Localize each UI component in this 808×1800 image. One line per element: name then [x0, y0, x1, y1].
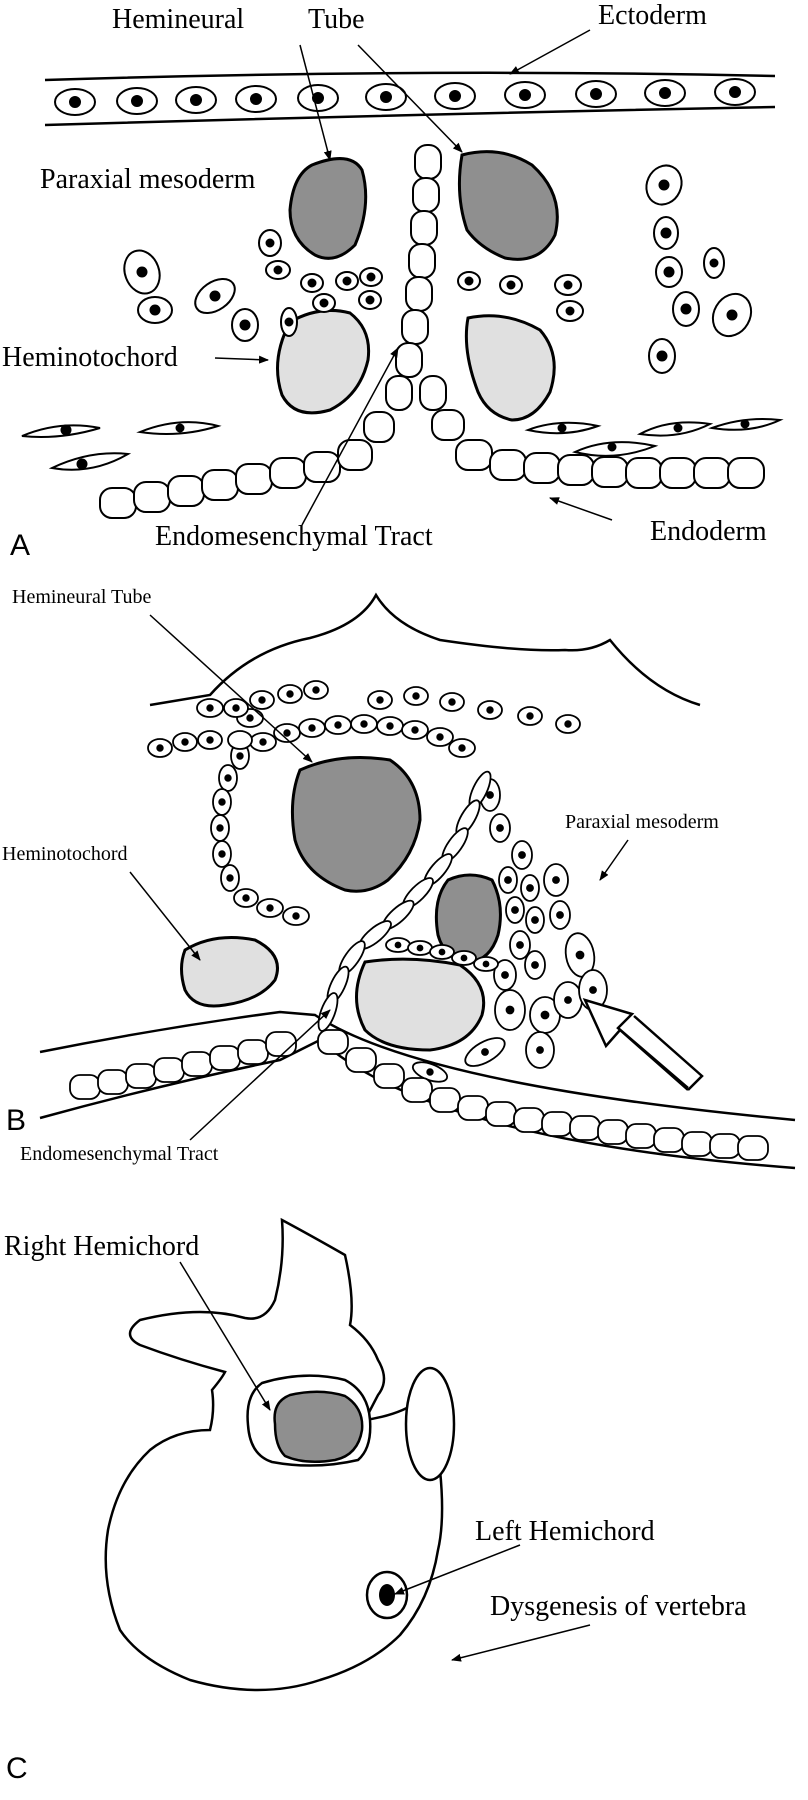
panel-letter-a: A: [10, 529, 30, 562]
right-hemichord: [273, 1390, 364, 1464]
label-heminotochord-b: Heminotochord: [2, 843, 128, 865]
label-endomesenchymal-b: Endomesenchymal Tract: [20, 1143, 219, 1165]
hemineural-tube-b: [290, 756, 422, 893]
panel-b: Hemineural Tube Paraxial mesoderm Hemino…: [2, 586, 796, 1170]
label-left-hemichord: Left Hemichord: [475, 1516, 655, 1547]
right-hemineural-b: [434, 873, 502, 964]
migration-arrow: [582, 998, 689, 1091]
heminotochord-b-right: [355, 957, 486, 1052]
lower-boundary-b2: [39, 1038, 796, 1170]
right-hemineural-tube: [457, 150, 559, 261]
endomesenchymal-chain-a: [385, 144, 447, 411]
neural-ring-cells-b: [147, 680, 581, 926]
label-endoderm-a: Endoderm: [650, 516, 767, 547]
label-paraxial-a: Paraxial mesoderm: [40, 164, 256, 195]
endoderm-right: [431, 409, 765, 489]
label-hemineural-tube-b: Hemineural Tube: [12, 586, 152, 608]
endomesenchymal-tract-b: [317, 770, 499, 1032]
label-dysgenesis: Dysgenesis of vertebra: [490, 1591, 747, 1622]
label-ectoderm-a: Ectoderm: [598, 0, 707, 31]
label-hemineural-a: Hemineural: [112, 4, 244, 35]
panel-c: Right Hemichord Left Hemichord Dysgenesi…: [4, 1217, 747, 1785]
mesenchyme-cells-a: [21, 164, 784, 471]
left-hemichord: [379, 1584, 395, 1606]
left-heminotochord: [276, 309, 371, 415]
ectoderm-band: [44, 71, 776, 127]
endoderm-left: [99, 411, 395, 519]
pointers-c: [179, 1261, 591, 1662]
heminotochord-b-left: [180, 936, 279, 1008]
label-heminotochord-a: Heminotochord: [2, 342, 178, 373]
left-hemineural-tube: [288, 157, 368, 260]
panel-letter-b: B: [6, 1104, 26, 1137]
pointers-b: [129, 614, 629, 1141]
endoderm-chain-b: [69, 1029, 769, 1161]
label-right-hemichord: Right Hemichord: [4, 1231, 199, 1262]
panel-letter-c: C: [6, 1752, 28, 1785]
panel-a: Hemineural Tube Ectoderm Paraxial mesode…: [2, 0, 784, 562]
lateral-mass: [404, 1366, 456, 1482]
label-endomesenchymal-a: Endomesenchymal Tract: [155, 521, 433, 552]
label-tube-a: Tube: [308, 4, 365, 35]
lower-boundary-b: [39, 1010, 796, 1122]
pointers-a: [214, 29, 613, 526]
embryo-outline-b: [149, 592, 701, 707]
right-heminotochord: [464, 314, 556, 422]
label-paraxial-b: Paraxial mesoderm: [565, 811, 719, 833]
ectoderm-cells: [54, 78, 756, 116]
